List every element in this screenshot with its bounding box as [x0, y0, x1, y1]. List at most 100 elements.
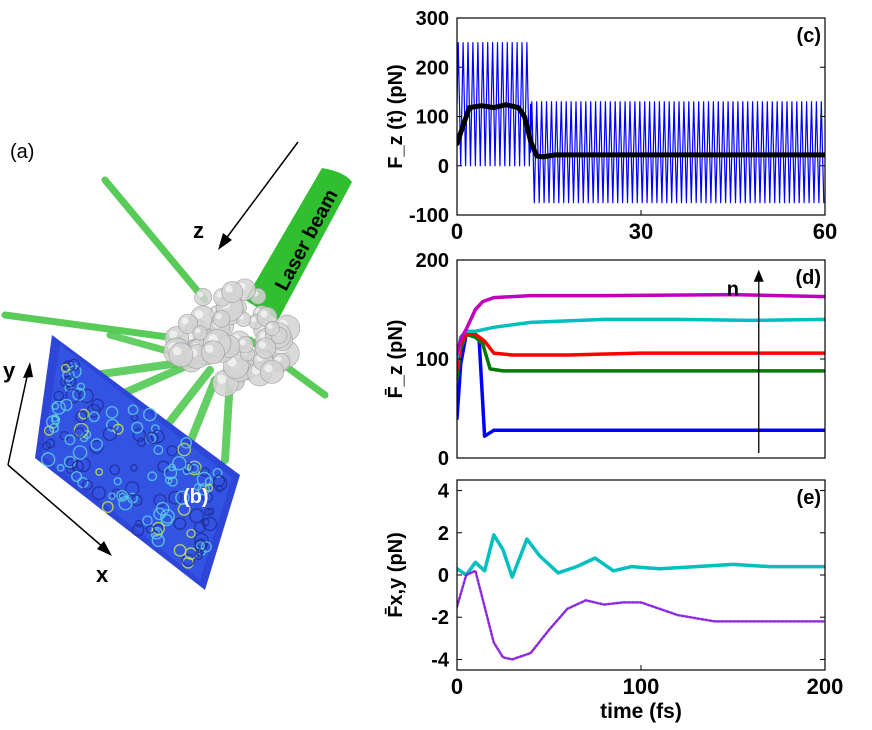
- detector-hole: [101, 501, 114, 513]
- y-arrowhead: [23, 362, 33, 378]
- detector-hole: [109, 464, 121, 476]
- detector-hole: [150, 429, 165, 444]
- detector-hole: [189, 463, 199, 474]
- cluster-sphere: [192, 325, 208, 341]
- y-axis-label: F̄_z (pN): [385, 320, 407, 399]
- detector-hole: [74, 427, 85, 438]
- y-tick-label: 100: [416, 107, 449, 129]
- sphere-highlight: [260, 310, 268, 318]
- detector-hole: [63, 375, 77, 388]
- detector-hole: [118, 496, 133, 511]
- y-tick-label: 200: [416, 250, 449, 272]
- detector-hole: [74, 410, 88, 424]
- detector-hole: [130, 464, 138, 472]
- detector-hole: [43, 425, 55, 436]
- x-axis-label: x: [96, 562, 109, 587]
- sphere-highlight: [264, 364, 273, 373]
- y-axis-label: y: [3, 358, 16, 383]
- x-tick-label: 200: [807, 674, 844, 699]
- n-arrow-label: n: [727, 279, 739, 301]
- sphere-highlight: [227, 357, 237, 367]
- detector-hole: [113, 477, 122, 486]
- x-tick-label: 0: [451, 219, 463, 244]
- detector-hole: [132, 428, 147, 442]
- sphere-highlight: [181, 317, 189, 325]
- detector-hole: [82, 429, 92, 440]
- xy-axis-arrows: [7, 371, 105, 549]
- detector-hole: [177, 442, 192, 457]
- sphere-highlight: [197, 291, 204, 298]
- x-arrowhead: [97, 541, 112, 556]
- detector-hole: [76, 382, 86, 391]
- detector-hole: [91, 398, 104, 412]
- panel-label: (c): [797, 25, 821, 47]
- detector-plate: [35, 335, 240, 590]
- detector-hole: [60, 398, 73, 412]
- detector-hole: [153, 493, 167, 507]
- detector-hole: [56, 464, 65, 472]
- detector-hole: [88, 411, 100, 423]
- detector-hole: [155, 501, 170, 516]
- y-tick-label: 200: [416, 57, 449, 79]
- detector-hole: [136, 437, 146, 447]
- x-tick-label: 0: [451, 674, 463, 699]
- detector-hole: [89, 439, 104, 455]
- cluster-sphere: [221, 281, 244, 303]
- cluster-sphere: [168, 342, 194, 368]
- detector-hole: [181, 553, 195, 567]
- detector-hole: [151, 521, 165, 536]
- detector-hole: [64, 434, 76, 446]
- detector-hole: [53, 390, 65, 402]
- detector-hole: [163, 466, 178, 480]
- detector-hole: [186, 528, 196, 539]
- detector-hole: [65, 388, 81, 404]
- laser-beam: [245, 168, 352, 320]
- detector-hole: [168, 490, 183, 505]
- detector-hole: [72, 445, 88, 460]
- sphere-highlight: [251, 317, 257, 323]
- detector-hole: [102, 426, 118, 442]
- panel-label: (d): [795, 267, 821, 289]
- illustration: (a) Laser beam z (b): [1, 141, 352, 590]
- cluster: [163, 278, 301, 397]
- detector-hole: [147, 471, 158, 482]
- cluster-sphere: [260, 359, 285, 384]
- detector-hole: [78, 408, 90, 420]
- z-axis-label: z: [193, 218, 204, 243]
- series-line: [457, 332, 825, 371]
- label-b: (b): [183, 486, 209, 508]
- detector-hole: [131, 523, 145, 537]
- series-line: [457, 292, 825, 356]
- cluster-sphere: [194, 288, 213, 306]
- detector-hole: [142, 407, 157, 422]
- sphere-highlight: [195, 328, 201, 334]
- detector-hole: [145, 524, 155, 534]
- x-tick-label: 100: [623, 674, 660, 699]
- y-tick-label: -4: [431, 649, 450, 671]
- sphere-highlight: [258, 341, 266, 349]
- series-group: [457, 533, 825, 661]
- detector-hole: [195, 548, 204, 557]
- detector-hole: [200, 467, 210, 477]
- detector-hole: [173, 517, 187, 530]
- detector-hole: [153, 444, 164, 455]
- detector-hole: [215, 484, 224, 493]
- detector-hole: [60, 363, 70, 373]
- cluster-sphere: [212, 310, 231, 328]
- series-group: [457, 42, 825, 204]
- detector-hole: [95, 468, 104, 476]
- detector-hole: [82, 479, 93, 491]
- detector-hole: [116, 489, 129, 502]
- series-line: [457, 569, 825, 661]
- plot-frame: [456, 259, 826, 459]
- detector-hole: [193, 521, 207, 534]
- detector-hole: [173, 543, 187, 557]
- detector-hole: [77, 476, 89, 489]
- detector-hole: [146, 431, 159, 445]
- series-line: [457, 42, 825, 204]
- detector-hole: [51, 415, 61, 425]
- detector-hole: [105, 405, 119, 419]
- cluster-sphere: [264, 321, 280, 337]
